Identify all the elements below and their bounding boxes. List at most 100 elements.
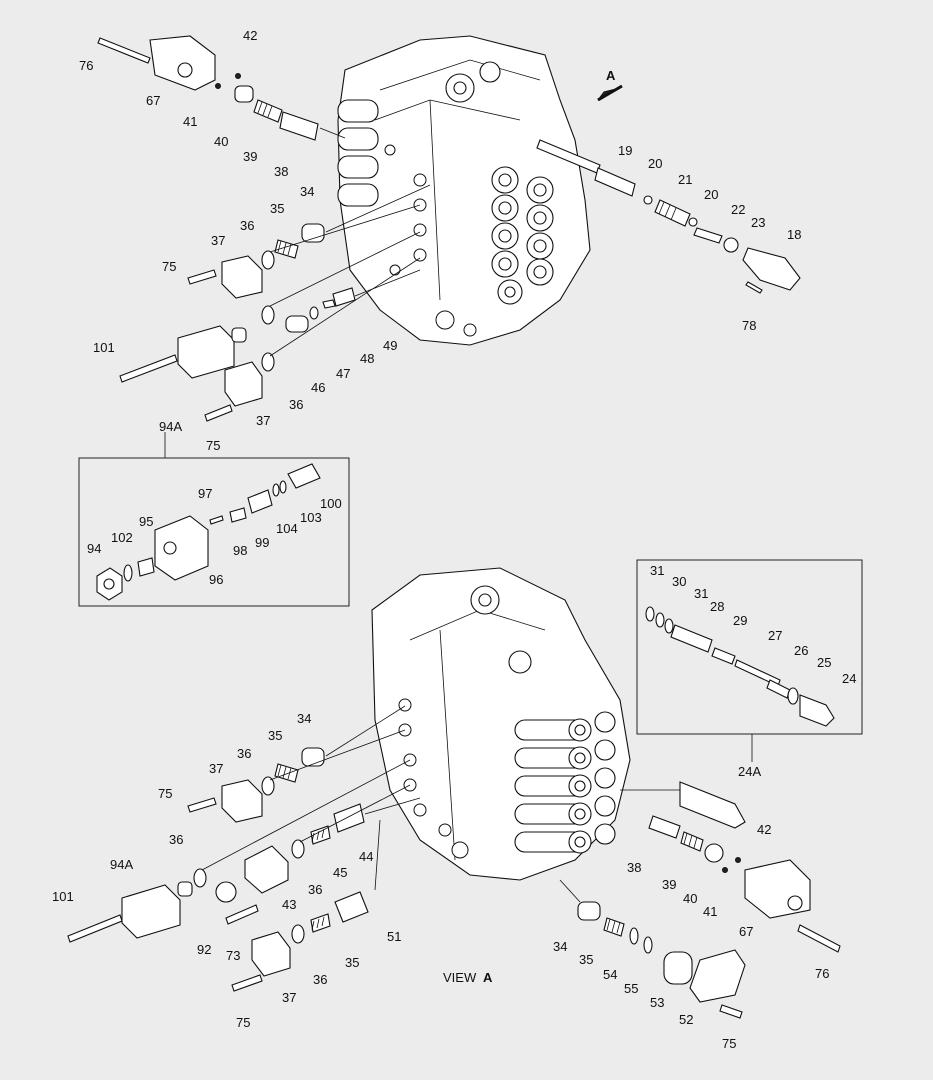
part-label: 28 — [710, 599, 724, 614]
svg-text:VIEW: VIEW — [443, 970, 477, 985]
part-label: 24A — [738, 764, 761, 779]
part-label: 38 — [274, 164, 288, 179]
top-middle-parts — [119, 184, 431, 422]
part-label: 94A — [110, 857, 133, 872]
part-label: 104 — [276, 521, 298, 536]
labels-inset-left: 97 100 103 104 99 98 95 102 94 96 — [87, 486, 342, 587]
part-label: 36 — [313, 972, 327, 987]
part-label: 34 — [297, 711, 311, 726]
part-label: 35 — [345, 955, 359, 970]
part-label: 76 — [79, 58, 93, 73]
part-label: 41 — [703, 904, 717, 919]
part-label: 20 — [648, 156, 662, 171]
view-a-arrow: A — [597, 68, 623, 102]
part-label: 54 — [603, 967, 617, 982]
labels-bottom-assembly: 34 35 36 37 75 36 101 94A 92 73 43 36 45… — [52, 711, 829, 1051]
part-label: 100 — [320, 496, 342, 511]
inset-94a-detail — [78, 457, 350, 607]
part-label: 75 — [158, 786, 172, 801]
part-label: 34 — [300, 184, 314, 199]
part-label: 94A — [159, 419, 182, 434]
part-label: 19 — [618, 143, 632, 158]
part-label: 76 — [815, 966, 829, 981]
part-label: 44 — [359, 849, 373, 864]
part-label: 25 — [817, 655, 831, 670]
view-caption: VIEW A — [443, 970, 493, 985]
part-label: 94 — [87, 541, 101, 556]
part-label: 22 — [731, 202, 745, 217]
part-label: 102 — [111, 530, 133, 545]
part-label: 48 — [360, 351, 374, 366]
part-label: 37 — [211, 233, 225, 248]
part-label: 36 — [169, 832, 183, 847]
part-label: 99 — [255, 535, 269, 550]
part-label: 31 — [650, 563, 664, 578]
part-label: 73 — [226, 948, 240, 963]
part-label: 36 — [240, 218, 254, 233]
main-valve-body-top — [337, 35, 591, 346]
bottom-left-parts — [67, 705, 421, 992]
part-label: 35 — [270, 201, 284, 216]
part-label: 75 — [722, 1036, 736, 1051]
part-label: 40 — [214, 134, 228, 149]
labels-inset-right: 31 30 31 28 29 27 26 25 24 24A — [650, 563, 856, 779]
part-label: 46 — [311, 380, 325, 395]
part-label: 39 — [243, 149, 257, 164]
part-label: 37 — [209, 761, 223, 776]
part-label: 53 — [650, 995, 664, 1010]
part-label: 36 — [289, 397, 303, 412]
part-label: 39 — [662, 877, 676, 892]
part-label: 67 — [146, 93, 160, 108]
svg-text:A: A — [483, 970, 493, 985]
svg-text:A: A — [606, 68, 616, 83]
part-label: 41 — [183, 114, 197, 129]
part-label: 26 — [794, 643, 808, 658]
part-label: 75 — [162, 259, 176, 274]
part-label: 24 — [842, 671, 856, 686]
part-label: 38 — [627, 860, 641, 875]
part-label: 95 — [139, 514, 153, 529]
part-label: 20 — [704, 187, 718, 202]
part-label: 29 — [733, 613, 747, 628]
bottom-right-parts — [559, 781, 841, 1019]
part-label: 96 — [209, 572, 223, 587]
part-label: 45 — [333, 865, 347, 880]
part-label: 30 — [672, 574, 686, 589]
part-label: 37 — [256, 413, 270, 428]
top-left-parts — [97, 35, 346, 141]
part-label: 27 — [768, 628, 782, 643]
part-label: 49 — [383, 338, 397, 353]
part-label: 75 — [206, 438, 220, 453]
part-label: 37 — [282, 990, 296, 1005]
part-label: 78 — [742, 318, 756, 333]
part-label: 97 — [198, 486, 212, 501]
part-label: 35 — [579, 952, 593, 967]
part-label: 43 — [282, 897, 296, 912]
part-label: 67 — [739, 924, 753, 939]
part-label: 75 — [236, 1015, 250, 1030]
part-label: 35 — [268, 728, 282, 743]
part-label: 23 — [751, 215, 765, 230]
part-label: 47 — [336, 366, 350, 381]
part-label: 101 — [93, 340, 115, 355]
part-label: 36 — [237, 746, 251, 761]
part-label: 34 — [553, 939, 567, 954]
labels-top-assembly: 76 42 67 41 40 39 38 34 36 35 37 75 101 … — [79, 28, 801, 453]
part-label: 21 — [678, 172, 692, 187]
part-label: 55 — [624, 981, 638, 996]
part-label: 18 — [787, 227, 801, 242]
inset-24a-detail — [636, 559, 863, 762]
part-label: 40 — [683, 891, 697, 906]
part-label: 98 — [233, 543, 247, 558]
part-label: 51 — [387, 929, 401, 944]
part-label: 92 — [197, 942, 211, 957]
part-label: 36 — [308, 882, 322, 897]
part-label: 52 — [679, 1012, 693, 1027]
part-label: 31 — [694, 586, 708, 601]
part-label: 103 — [300, 510, 322, 525]
part-label: 101 — [52, 889, 74, 904]
top-right-parts — [536, 139, 801, 294]
main-valve-body-bottom — [371, 567, 631, 881]
part-label: 42 — [757, 822, 771, 837]
